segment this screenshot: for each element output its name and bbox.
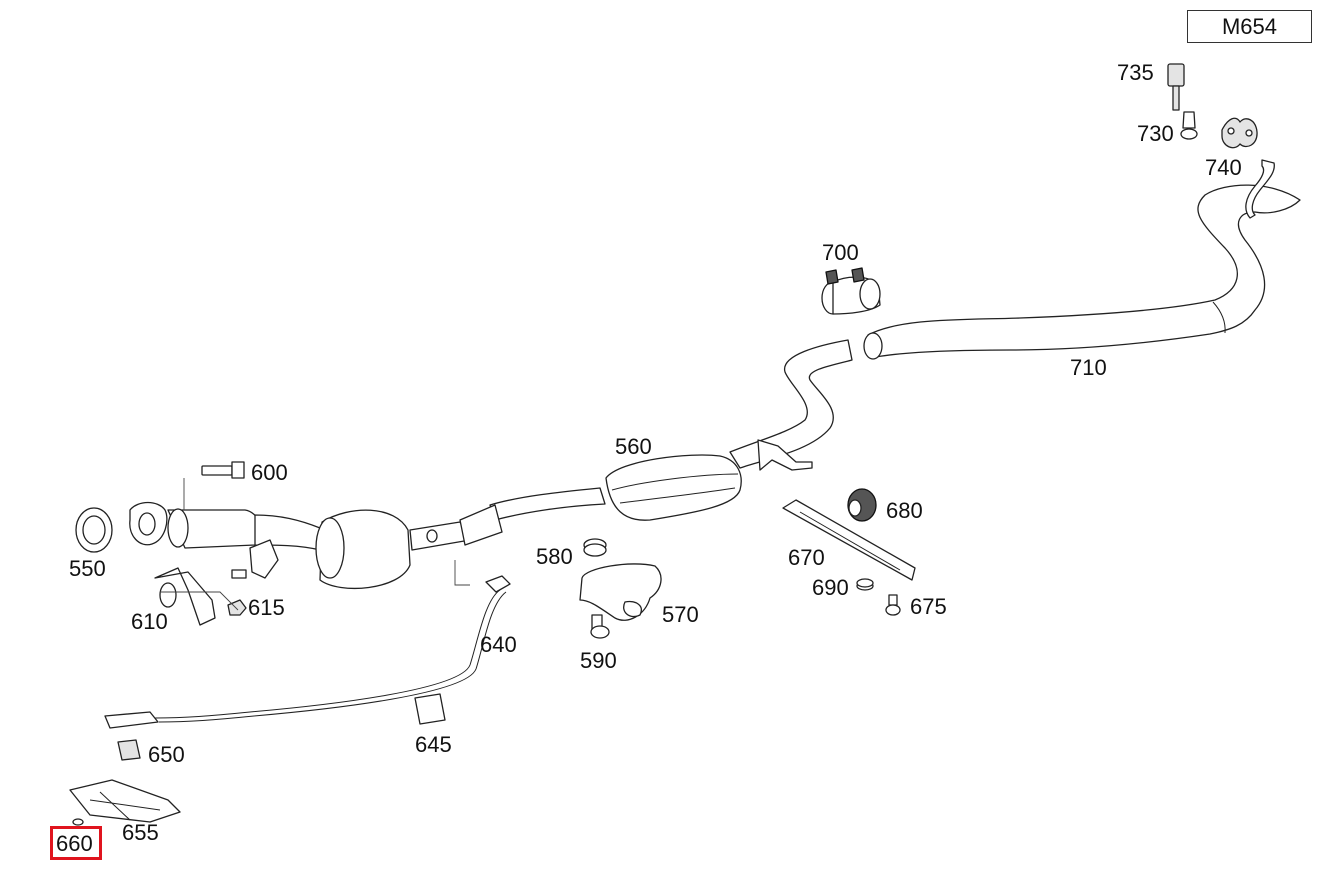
pipe-clamp-700[interactable] xyxy=(821,267,881,315)
callout-550[interactable]: 550 xyxy=(69,556,106,581)
callout-645[interactable]: 645 xyxy=(415,732,452,757)
bracket-610-support xyxy=(231,539,279,579)
centre-muffler-560[interactable] xyxy=(605,454,742,521)
bolt-590[interactable] xyxy=(590,614,610,639)
callout-655[interactable]: 655 xyxy=(122,820,159,845)
middle-exhaust-pipe xyxy=(489,339,853,521)
callout-670[interactable]: 670 xyxy=(788,545,825,570)
oxygen-sensor-cable-640[interactable] xyxy=(104,575,511,729)
callout-570[interactable]: 570 xyxy=(662,602,699,627)
callout-660[interactable]: 660 xyxy=(56,831,93,856)
rubber-hanger-740[interactable] xyxy=(1221,117,1258,149)
clamp-580[interactable] xyxy=(583,538,607,557)
leader-lines xyxy=(160,478,470,611)
nut-730[interactable] xyxy=(1180,111,1198,140)
callout-700[interactable]: 700 xyxy=(822,240,859,265)
bracket-670[interactable] xyxy=(782,499,916,581)
heat-shield-570[interactable] xyxy=(579,563,662,621)
bolt-600[interactable] xyxy=(201,461,245,479)
bolt-675[interactable] xyxy=(885,594,901,616)
callout-580[interactable]: 580 xyxy=(536,544,573,569)
engine-code-label: M654 xyxy=(1187,10,1312,43)
nut-615[interactable] xyxy=(227,599,247,616)
mount-610[interactable] xyxy=(154,567,216,626)
callout-690[interactable]: 690 xyxy=(812,575,849,600)
callout-640[interactable]: 640 xyxy=(480,632,517,657)
callout-740[interactable]: 740 xyxy=(1205,155,1242,180)
bolt-735[interactable] xyxy=(1167,63,1185,111)
callout-600[interactable]: 600 xyxy=(251,460,288,485)
callout-735[interactable]: 735 xyxy=(1117,60,1154,85)
callout-710[interactable]: 710 xyxy=(1070,355,1107,380)
callout-610[interactable]: 610 xyxy=(131,609,168,634)
cable-clip-645[interactable] xyxy=(414,693,446,725)
callout-615[interactable]: 615 xyxy=(248,595,285,620)
sensor-bracket-655[interactable] xyxy=(69,779,181,823)
nut-660[interactable] xyxy=(72,818,84,826)
callout-560[interactable]: 560 xyxy=(615,434,652,459)
rubber-mount-680[interactable] xyxy=(847,488,877,522)
hanger-bracket xyxy=(757,439,813,471)
rear-exhaust-pipe-710[interactable] xyxy=(863,184,1301,360)
nut-690[interactable] xyxy=(856,578,874,591)
callout-675[interactable]: 675 xyxy=(910,594,947,619)
callout-590[interactable]: 590 xyxy=(580,648,617,673)
callout-680[interactable]: 680 xyxy=(886,498,923,523)
highlight-box-660 xyxy=(50,826,102,860)
connector-650[interactable] xyxy=(117,739,141,761)
callout-730[interactable]: 730 xyxy=(1137,121,1174,146)
callout-650[interactable]: 650 xyxy=(148,742,185,767)
front-pipe-catalytic-converter xyxy=(167,504,503,590)
tailpipe-hanger-rod xyxy=(1245,159,1275,219)
flange-gasket-550[interactable] xyxy=(75,501,168,553)
